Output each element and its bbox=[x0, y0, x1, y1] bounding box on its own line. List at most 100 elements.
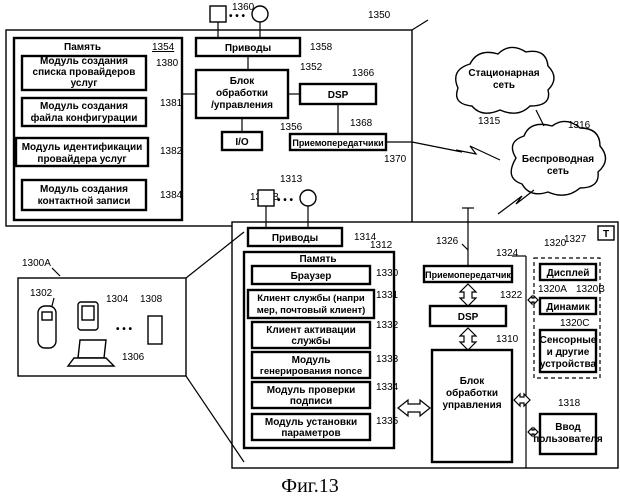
wireless-network-ref: 1316 bbox=[568, 120, 591, 131]
lower-drive-square-icon bbox=[258, 190, 274, 206]
lower-control-l2: обработки bbox=[446, 387, 498, 399]
lower-control-l1: Блок bbox=[460, 376, 486, 387]
upper-memory-label: Память bbox=[64, 42, 101, 53]
lower-display-label: Дисплей bbox=[547, 268, 590, 279]
lower-module-signature-l1: Модуль проверки bbox=[267, 385, 356, 396]
stationary-network-ref: 1315 bbox=[478, 116, 501, 127]
upper-drives-label: Приводы bbox=[225, 43, 271, 54]
lower-drives-label: Приводы bbox=[272, 233, 318, 244]
network-link bbox=[536, 110, 544, 126]
inset-phone-ref: 1302 bbox=[30, 288, 53, 299]
upper-module-3-ref: 1382 bbox=[160, 146, 183, 157]
upper-module-1-ref: 1380 bbox=[156, 58, 179, 69]
lower-module-activation-client-ref: 1332 bbox=[376, 320, 399, 331]
lower-sensors-ref: 1320C bbox=[560, 318, 589, 329]
wireless-network-l2: сеть bbox=[547, 166, 569, 177]
upper-transceiver-ref: 1368 bbox=[350, 118, 373, 129]
upper-module-2-l1: Модуль создания bbox=[40, 101, 128, 112]
lower-module-settings-l2: параметров bbox=[281, 428, 340, 439]
lower-user-input-l1: Ввод bbox=[555, 422, 581, 433]
upper-io-label: I/O bbox=[235, 137, 249, 148]
upper-module-4-ref: 1384 bbox=[160, 190, 183, 201]
upper-module-1-l1: Модуль создания bbox=[40, 56, 128, 67]
upper-module-4-l2: контактной записи bbox=[38, 196, 131, 207]
lower-memory-ref: 1312 bbox=[370, 240, 393, 251]
lower-speaker-label: Динамик bbox=[546, 302, 590, 313]
lower-module-settings-l1: Модуль установки bbox=[265, 417, 357, 428]
lower-module-nonce-ref: 1333 bbox=[376, 354, 399, 365]
lower-sensors-l2: и другие bbox=[547, 347, 590, 358]
link-ref: 1370 bbox=[384, 154, 407, 165]
upper-module-1-l3: услуг bbox=[71, 78, 98, 89]
wireless-link-icon bbox=[456, 146, 500, 160]
upper-module-3-l1: Модуль идентификации bbox=[22, 141, 143, 153]
inset-ref: 1300A bbox=[22, 258, 51, 269]
inset-laptop-ref: 1306 bbox=[122, 352, 145, 363]
ellipsis-icon: • • • bbox=[116, 324, 133, 335]
lower-antenna-ref: 1326 bbox=[436, 236, 459, 247]
laptop-base-icon bbox=[68, 358, 114, 366]
lower-module-nonce-l2: генерирования nonce bbox=[260, 366, 362, 377]
upper-dsp-ref: 1366 bbox=[352, 68, 375, 79]
lower-module-settings-ref: 1335 bbox=[376, 416, 399, 427]
upper-module-2-l2: файла конфигурации bbox=[31, 112, 138, 124]
wireless-network-l1: Беспроводная bbox=[522, 154, 594, 165]
upper-transceiver-label: Приемопередатчики bbox=[292, 138, 383, 148]
lower-module-browser-ref: 1330 bbox=[376, 268, 399, 279]
other-device-icon bbox=[148, 316, 162, 344]
lower-corner-ref: 1327 bbox=[564, 234, 587, 245]
upper-drive-devices-ref: 1360 bbox=[232, 2, 255, 13]
lower-display-ref: 1320A bbox=[538, 284, 567, 295]
lower-user-input-l2: пользователя bbox=[533, 434, 603, 445]
lower-module-service-client-l2: мер, почтовый клиент) bbox=[257, 305, 366, 316]
upper-io-ref: 1356 bbox=[280, 122, 303, 133]
lower-module-service-client-ref: 1331 bbox=[376, 290, 399, 301]
upper-control-ref: 1352 bbox=[300, 62, 323, 73]
lower-corner-label: T bbox=[603, 229, 609, 240]
lower-module-browser-l1: Браузер bbox=[291, 271, 332, 282]
lower-transceiver-label: Приемопередатчик bbox=[425, 270, 511, 280]
inset-pda-ref: 1304 bbox=[106, 294, 129, 305]
upper-control-l2: обработки bbox=[216, 87, 268, 99]
upper-module-1-l2: списка провайдеров bbox=[33, 67, 136, 78]
upper-device-ref: 1350 bbox=[368, 10, 391, 21]
lower-user-input-ref: 1318 bbox=[558, 398, 581, 409]
lower-dsp-label: DSP bbox=[458, 312, 479, 323]
lower-module-signature-l2: подписи bbox=[290, 396, 332, 407]
upper-module-4-l1: Модуль создания bbox=[40, 184, 128, 195]
upper-control-l1: Блок bbox=[230, 76, 256, 87]
ref-leader bbox=[412, 20, 428, 30]
upper-drive-square-icon bbox=[210, 6, 226, 22]
pda-screen bbox=[82, 306, 94, 320]
upper-drives-ref: 1358 bbox=[310, 42, 333, 53]
upper-control-l3: /управления bbox=[211, 100, 273, 111]
phone-screen bbox=[42, 312, 52, 320]
inset-other-ref: 1308 bbox=[140, 294, 163, 305]
lower-sensors-l1: Сенсорные bbox=[540, 335, 597, 346]
lower-module-activation-client-l1: Клиент активации bbox=[266, 325, 356, 336]
lower-drive-devices-ref: 1313 bbox=[280, 174, 303, 185]
lower-control-ref: 1310 bbox=[496, 334, 519, 345]
lower-module-signature-ref: 1334 bbox=[376, 382, 399, 393]
upper-dsp-label: DSP bbox=[328, 90, 349, 101]
lower-module-activation-client-l2: службы bbox=[291, 335, 330, 347]
laptop-screen-icon bbox=[78, 340, 106, 358]
ellipsis-icon: • • • bbox=[277, 195, 294, 206]
wireless-link-icon bbox=[498, 190, 534, 214]
lower-speaker-ref: 1320B bbox=[576, 284, 605, 295]
upper-drive-disc-icon bbox=[252, 6, 268, 22]
figure-caption: Фиг.13 bbox=[281, 475, 338, 497]
lower-module-service-client-l1: Клиент службы (напри bbox=[257, 293, 365, 304]
lower-io-group-ref: 1320 bbox=[544, 238, 567, 249]
lower-dsp-ref: 1322 bbox=[500, 290, 523, 301]
lower-control-l3: управления bbox=[442, 400, 501, 411]
lower-sensors-l3: устройства bbox=[540, 359, 597, 370]
upper-module-3-l2: провайдера услуг bbox=[37, 154, 126, 165]
upper-memory-ref: 1354 bbox=[152, 42, 175, 53]
lower-transceiver-ref: 1324 bbox=[496, 248, 519, 259]
upper-module-2-ref: 1381 bbox=[160, 98, 183, 109]
lower-drive-disc-icon bbox=[300, 190, 316, 206]
lower-memory-label: Память bbox=[299, 254, 336, 265]
